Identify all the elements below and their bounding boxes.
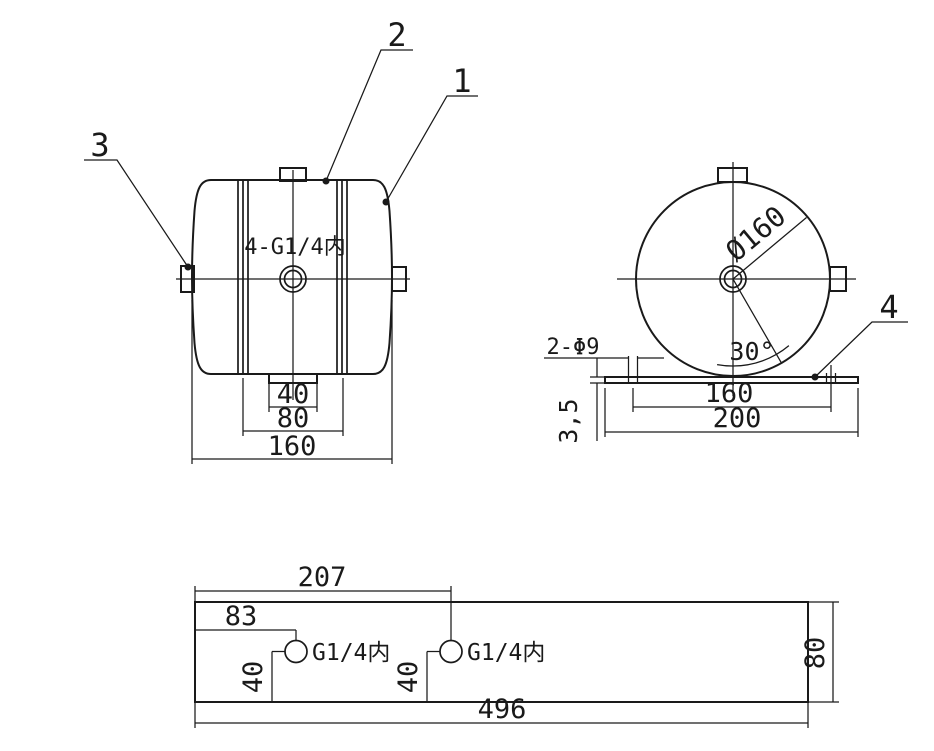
front-port-label: 4-G1/4内 [244, 235, 345, 260]
side-view: Ø160 30° 2-Φ9 [544, 162, 859, 444]
dim-label: 160 [268, 431, 317, 462]
leader-dot [322, 177, 330, 185]
front-dim-80: 80 [242, 378, 344, 436]
callout-2: 2 [322, 16, 413, 185]
base-plate-edge [604, 376, 859, 384]
dim-label: 40 [277, 379, 310, 410]
side-dim-angle: 30° [716, 278, 790, 367]
side-dim-holes: 2-Φ9 [544, 335, 664, 360]
center-port-inner [723, 269, 743, 289]
leader-dot [811, 373, 819, 381]
radius-leader [732, 217, 807, 280]
front-dim-40: 40 [268, 379, 318, 412]
bottom-view: G1/4内 G1/4内 207 83 40 [194, 562, 839, 728]
holes-label: 2-Φ9 [547, 335, 600, 360]
front-view: 4-G1/4内 40 80 160 [176, 167, 410, 464]
leader-dot [184, 263, 192, 271]
dim-label: 80 [800, 637, 831, 670]
dim-label: 496 [478, 694, 527, 725]
center-port-outer [279, 265, 307, 293]
callout-label: 3 [90, 126, 109, 164]
bottom-dim-40-left: 40 [238, 650, 285, 702]
dim-label: 200 [713, 403, 762, 434]
weld-seams [237, 181, 348, 373]
port-hole-2 [439, 639, 463, 664]
callout-4: 4 [811, 288, 908, 381]
dim-label: 40 [238, 661, 269, 694]
dim-label: 40 [393, 661, 424, 694]
dim-label: 83 [225, 601, 258, 632]
leader-line [84, 159, 189, 268]
port1-label: G1/4内 [312, 640, 390, 666]
leader-line [325, 49, 413, 182]
bottom-dim-83: 83 [195, 601, 297, 640]
port2-label: G1/4内 [467, 640, 545, 666]
plate-holes [627, 356, 837, 383]
port-hole-1 [284, 639, 308, 664]
tank-outline [190, 179, 394, 375]
leader-line [814, 321, 908, 378]
dim-label: 80 [277, 403, 310, 434]
callout-1: 1 [382, 62, 478, 206]
side-dim-160: 160 [632, 365, 832, 412]
center-port-outer [719, 265, 747, 293]
angle-arc-tail [716, 363, 734, 367]
leader-line [385, 95, 478, 203]
angle-leg-line [732, 278, 783, 364]
bottom-dim-40-right: 40 [393, 650, 440, 702]
base-plate-outline [194, 601, 809, 703]
front-dim-160: 160 [191, 300, 393, 464]
callouts: 2 1 3 4 [84, 16, 908, 381]
bottom-dim-207: 207 [194, 562, 452, 640]
side-dim-200: 200 [604, 388, 859, 437]
angle-arc [732, 353, 777, 367]
drawing-root: 4-G1/4内 40 80 160 [84, 16, 908, 728]
callout-label: 4 [879, 288, 898, 326]
callout-label: 2 [387, 16, 406, 54]
center-port-inner [283, 269, 303, 289]
dim-label: 160 [705, 378, 754, 409]
callout-3: 3 [84, 126, 192, 271]
side-dim-thickness: 3,5 [554, 358, 606, 444]
bottom-dim-80: 80 [800, 601, 839, 703]
leader-dot [382, 198, 390, 206]
angle-arc-tail [776, 345, 790, 355]
callout-label: 1 [452, 62, 471, 100]
dim-label: 207 [298, 562, 347, 593]
dim-label: 3,5 [554, 398, 583, 443]
dim-label: Ø160 [719, 199, 792, 268]
dim-label: 30° [729, 337, 774, 366]
bottom-dim-496: 496 [194, 694, 809, 728]
